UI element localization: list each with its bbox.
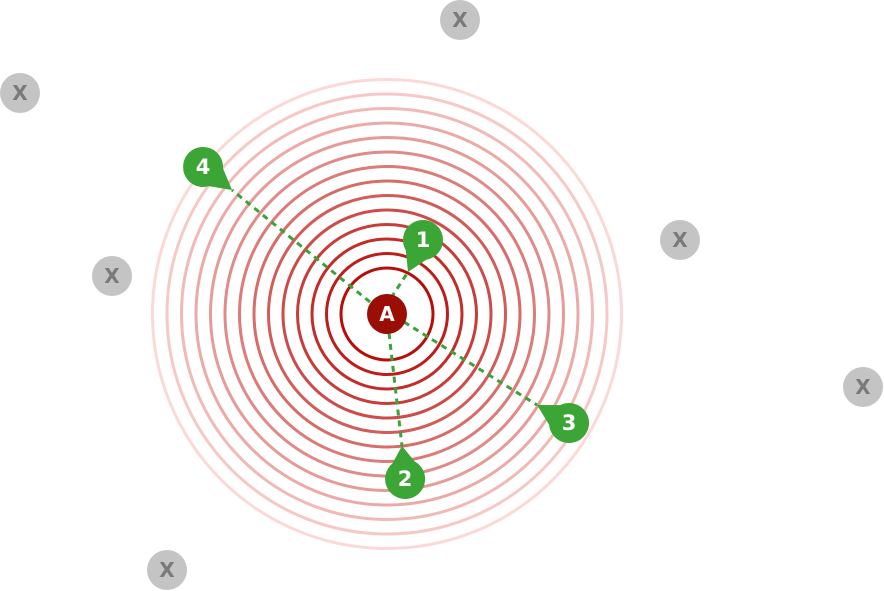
dashed-path — [231, 188, 371, 304]
x-point-label: X — [159, 558, 175, 582]
numbered-markers: 1 2 3 4 — [183, 146, 590, 499]
x-point[interactable]: X — [660, 220, 700, 260]
x-point[interactable]: X — [0, 73, 40, 113]
x-point-label: X — [672, 228, 688, 252]
numbered-marker-pin — [537, 402, 590, 443]
ring — [165, 92, 609, 536]
x-point-label: X — [104, 264, 120, 288]
numbered-marker-label: 3 — [562, 411, 577, 435]
center-point-circle — [367, 294, 407, 334]
ring — [281, 208, 493, 420]
dashed-paths — [231, 188, 538, 447]
ring — [151, 78, 623, 550]
ring — [238, 165, 536, 463]
ring — [267, 194, 507, 434]
x-point-circle — [0, 73, 40, 113]
x-point-circle — [92, 256, 132, 296]
x-point-circle — [843, 367, 883, 407]
numbered-marker-pin — [183, 146, 232, 190]
ring — [310, 237, 464, 391]
dashed-path — [403, 320, 538, 407]
numbered-marker[interactable]: 4 — [183, 146, 232, 190]
x-point[interactable]: X — [843, 367, 883, 407]
x-point-circle — [660, 220, 700, 260]
x-point-label: X — [855, 375, 871, 399]
numbered-marker[interactable]: 2 — [385, 446, 426, 499]
x-point[interactable]: X — [440, 0, 480, 40]
ring — [209, 136, 565, 492]
dashed-path — [389, 271, 410, 299]
ring — [296, 223, 478, 405]
x-point[interactable]: X — [147, 550, 187, 590]
ring — [252, 179, 522, 449]
numbered-marker-pin — [385, 446, 426, 499]
numbered-marker[interactable]: 3 — [537, 402, 590, 443]
x-point-circle — [147, 550, 187, 590]
numbered-marker-label: 4 — [196, 155, 211, 179]
x-point-circle — [440, 0, 480, 40]
x-point-label: X — [12, 81, 28, 105]
ring — [194, 121, 580, 507]
numbered-marker[interactable]: 1 — [402, 219, 443, 272]
numbered-marker-label: 1 — [416, 228, 431, 252]
x-point-label: X — [452, 8, 468, 32]
center-point-label: A — [379, 302, 395, 326]
concentric-rings — [151, 78, 623, 550]
x-point[interactable]: X — [92, 256, 132, 296]
center-point[interactable]: A — [367, 294, 407, 334]
numbered-marker-label: 2 — [398, 467, 413, 491]
ring — [180, 107, 594, 521]
ring — [325, 252, 449, 376]
numbered-marker-pin — [402, 219, 443, 272]
ring — [339, 266, 435, 362]
dashed-path — [387, 332, 404, 447]
